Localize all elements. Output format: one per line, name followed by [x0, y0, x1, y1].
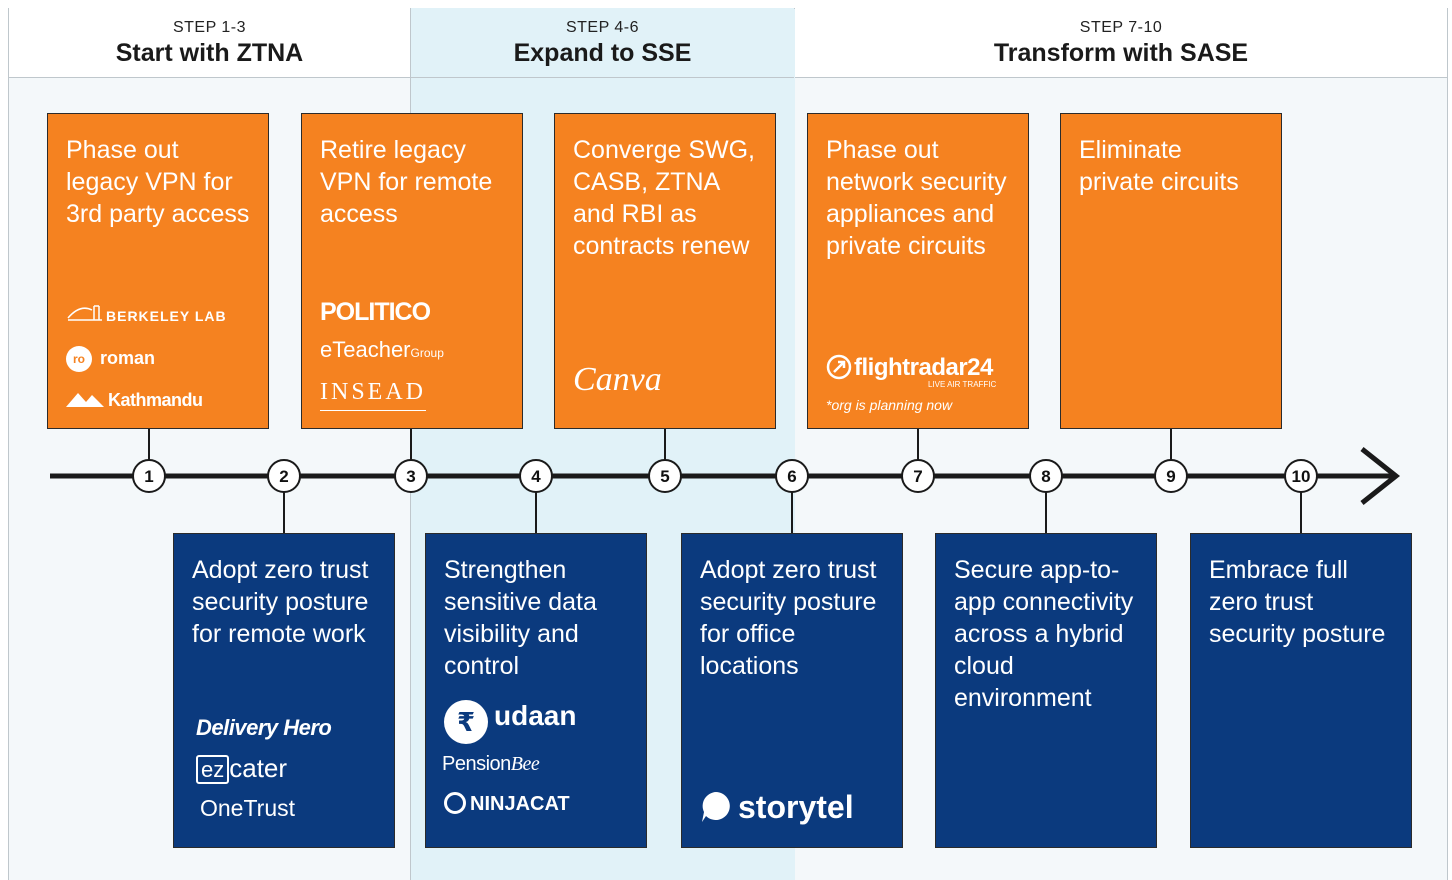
step-marker-5: 5	[648, 459, 682, 493]
step-card-7: Phase out network security appliances an…	[807, 113, 1029, 429]
flightradar24-logo-icon: flightradar24	[826, 354, 996, 380]
step-circle	[394, 459, 428, 493]
card-text: Converge SWG, CASB, ZTNA and RBI as cont…	[573, 136, 756, 260]
step-circle	[1284, 459, 1318, 493]
phase-title: Expand to SSE	[513, 39, 692, 67]
step-number: 4	[531, 467, 541, 486]
step-circle	[1029, 459, 1063, 493]
step-marker-8: 8	[1029, 459, 1063, 493]
connectors	[148, 429, 1302, 533]
card-text: Phase out network security appliances an…	[826, 136, 1007, 260]
step-marker-6: 6	[775, 459, 809, 493]
arrow-right-icon	[1360, 447, 1401, 505]
card-text: Adopt zero trust security posture for re…	[192, 556, 369, 648]
delivery-hero-logo-icon: Delivery Hero	[196, 715, 332, 740]
step-card-5: Converge SWG, CASB, ZTNA and RBI as cont…	[554, 113, 776, 429]
card-text: Adopt zero trust security posture for of…	[700, 556, 877, 680]
step-number: 7	[913, 467, 922, 486]
step-circle	[775, 459, 809, 493]
step-number: 9	[1166, 467, 1175, 486]
customer-logos: storytel	[700, 790, 854, 824]
step-marker-2: 2	[267, 459, 301, 493]
step-circle	[901, 459, 935, 493]
step-circle	[648, 459, 682, 493]
phase-title: Start with ZTNA	[115, 39, 304, 67]
phase-title: Transform with SASE	[993, 39, 1249, 67]
planning-note: *org is planning now	[826, 397, 953, 413]
step-circle	[1154, 459, 1188, 493]
insead-logo-icon: INSEAD	[320, 376, 426, 411]
step-card-10: Embrace full zero trust security posture	[1190, 533, 1412, 848]
kathmandu-logo-icon: Kathmandu	[66, 384, 227, 416]
step-marker-3: 3	[394, 459, 428, 493]
phase-header-sse: STEP 4-6 Expand to SSE	[411, 8, 794, 78]
eteacher-logo-icon: eTeacherGroup	[320, 337, 444, 362]
step-marker-9: 9	[1154, 459, 1188, 493]
step-card-6: Adopt zero trust security posture for of…	[681, 533, 903, 848]
berkeley-lab-logo-icon: BERKELEY LAB	[66, 300, 227, 332]
step-marker-10: 10	[1284, 459, 1318, 493]
card-text: Strengthen sensitive data visibility and…	[444, 556, 597, 680]
step-circle	[132, 459, 166, 493]
step-card-8: Secure app-to-app connectivity across a …	[935, 533, 1157, 848]
card-text: Retire legacy VPN for remote access	[320, 136, 493, 228]
customer-logos: POLITICO eTeacherGroup INSEAD	[320, 296, 444, 411]
step-card-3: Retire legacy VPN for remote access POLI…	[301, 113, 523, 429]
phase-step-range: STEP 1-3	[172, 19, 247, 36]
step-marker-1: 1	[132, 459, 166, 493]
step-number: 2	[279, 467, 288, 486]
onetrust-logo-icon: OneTrust	[200, 795, 296, 821]
ninjacat-logo-icon: NINJACAT	[444, 788, 576, 820]
phase-step-range: STEP 7-10	[1079, 19, 1163, 36]
step-card-2: Adopt zero trust security posture for re…	[173, 533, 395, 848]
phase-header-sase: STEP 7-10 Transform with SASE	[795, 8, 1447, 78]
step-card-1: Phase out legacy VPN for 3rd party acces…	[47, 113, 269, 429]
card-text: Eliminate private circuits	[1079, 136, 1239, 196]
phase-header-ztna: STEP 1-3 Start with ZTNA	[9, 8, 410, 78]
step-card-9: Eliminate private circuits	[1060, 113, 1282, 429]
canva-logo-icon: Canva	[573, 361, 662, 398]
phase-step-range: STEP 4-6	[565, 19, 640, 36]
udaan-logo-icon: ₹udaan	[444, 700, 576, 744]
step-card-4: Strengthen sensitive data visibility and…	[425, 533, 647, 848]
card-text: Embrace full zero trust security posture	[1209, 556, 1386, 648]
step-number: 10	[1292, 467, 1311, 486]
customer-logos: flightradar24 LIVE AIR TRAFFIC *org is p…	[826, 354, 996, 414]
step-number: 1	[144, 467, 153, 486]
step-circle	[267, 459, 301, 493]
step-marker-7: 7	[901, 459, 935, 493]
storytel-logo-icon: storytel	[700, 790, 854, 824]
customer-logos: ₹udaan PensionBee NINJACAT	[442, 700, 576, 820]
pensionbee-logo-icon: PensionBee	[442, 753, 540, 775]
customer-logos: Canva	[573, 361, 662, 398]
step-number: 3	[406, 467, 415, 486]
step-number: 5	[660, 467, 669, 486]
step-marker-4: 4	[519, 459, 553, 493]
step-circle	[519, 459, 553, 493]
flightradar24-tagline: LIVE AIR TRAFFIC	[928, 380, 997, 389]
step-number: 6	[787, 467, 796, 486]
card-text: Phase out legacy VPN for 3rd party acces…	[66, 136, 250, 228]
card-text: Secure app-to-app connectivity across a …	[954, 556, 1134, 712]
step-number: 8	[1041, 467, 1050, 486]
politico-logo-icon: POLITICO	[320, 298, 431, 326]
